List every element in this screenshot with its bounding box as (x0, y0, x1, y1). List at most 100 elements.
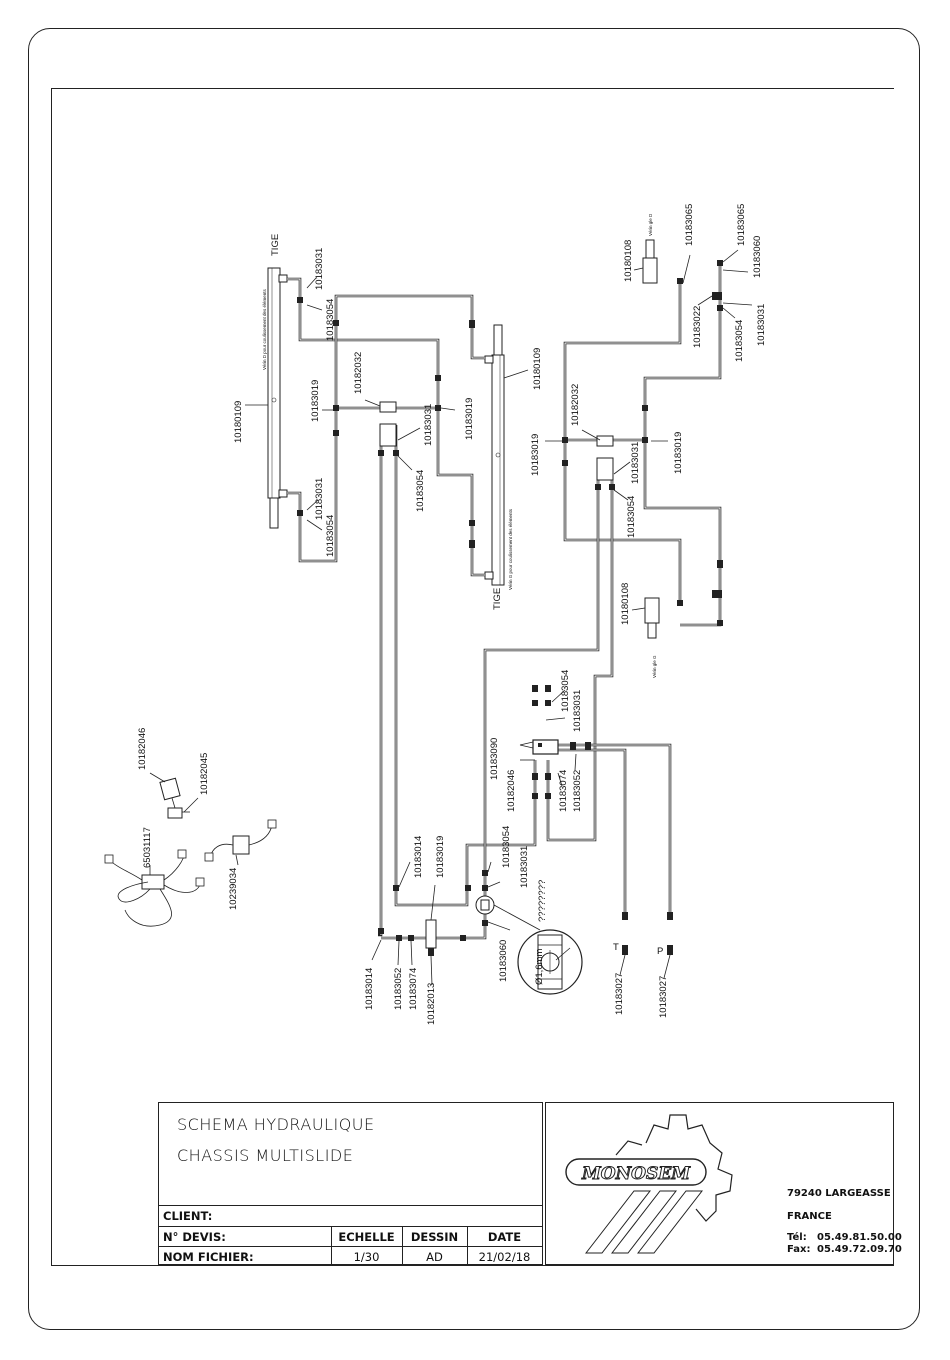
label-10183014-b2: 10183014 (364, 968, 375, 1010)
fittings-bottom (378, 870, 488, 941)
label-verin-gle-d: Vérin gle D (648, 213, 653, 236)
drawing-frame (51, 88, 894, 1266)
col-divider-2 (402, 1226, 403, 1266)
label-10183019-l1: 10183019 (310, 380, 321, 422)
label-verin-right: Vérin G pour coulissement des éléments (508, 508, 513, 590)
echelle-label: ECHELLE (338, 1230, 395, 1244)
label-tige-right: TIGE (492, 588, 503, 610)
label-diameter: Ø1,6mm (534, 948, 545, 985)
label-10183019-l2: 10183019 (464, 398, 475, 440)
col-divider-1 (331, 1226, 332, 1266)
bottom-manifold (425, 895, 495, 956)
label-10183031-l3: 10183031 (423, 404, 434, 446)
label-10183019-r1: 10183019 (530, 434, 541, 476)
tel-label: Tél: (787, 1232, 807, 1243)
drawing-frame-bottom (51, 1265, 894, 1266)
label-10183054-c: 10183054 (560, 670, 571, 712)
row-divider-devis (159, 1226, 542, 1227)
small-cylinder-top (642, 239, 658, 284)
company-country: FRANCE (787, 1211, 832, 1222)
label-10183065-r2: 10183065 (736, 204, 747, 246)
label-10183027-t: 10183027 (614, 973, 625, 1015)
label-tige-left: TIGE (270, 234, 281, 256)
fax-label: Fax: (787, 1244, 811, 1255)
label-10182046-c: 10182046 (506, 770, 517, 812)
fittings-left (297, 297, 475, 548)
distributor-right (596, 435, 614, 481)
dessin-value: AD (426, 1250, 443, 1264)
drawing-title-line1: SCHEMA HYDRAULIQUE (177, 1115, 375, 1134)
echelle-value: 1/30 (353, 1250, 380, 1264)
label-10183054-r1: 10183054 (626, 496, 637, 538)
label-10183054-l3: 10183054 (415, 470, 426, 512)
label-10183060-r: 10183060 (752, 236, 763, 278)
gear-icon (615, 1114, 733, 1222)
company-address: 79240 LARGEASSE (787, 1188, 891, 1199)
fichier-label: NOM FICHIER: (163, 1250, 254, 1264)
label-10183054-r2: 10183054 (734, 320, 745, 362)
cylinder-left (267, 267, 288, 529)
label-10183019-b: 10183019 (435, 836, 446, 878)
col-divider-3 (467, 1226, 468, 1266)
label-port-t: T (613, 942, 619, 953)
devis-label: N° DEVIS: (163, 1230, 226, 1244)
label-unknown: ???????? (537, 880, 548, 922)
label-10182045-e: 10182045 (199, 753, 210, 795)
tel-value: 05.49.81.50.00 (817, 1232, 902, 1243)
label-10180108-r1: 10180108 (623, 240, 634, 282)
date-value: 21/02/18 (478, 1250, 531, 1264)
page-border (28, 28, 920, 1330)
label-10183052-b: 10183052 (393, 968, 404, 1010)
label-10183054-b: 10183054 (501, 826, 512, 868)
label-65031117-e: 65031117 (142, 827, 153, 868)
distributor-left (379, 401, 397, 447)
cylinder-right (484, 324, 505, 586)
client-label: CLIENT: (163, 1209, 213, 1223)
label-10183065-r1: 10183065 (684, 204, 695, 246)
label-10183054-l2: 10183054 (325, 515, 336, 557)
label-10183031-l1: 10183031 (314, 248, 325, 290)
electrical-components (104, 777, 277, 927)
label-10183019-r2: 10183019 (673, 432, 684, 474)
label-10183090: 10183090 (489, 738, 500, 780)
label-10182032-l: 10182032 (353, 352, 364, 394)
central-valve-block (532, 739, 672, 920)
restrictor-detail (493, 904, 583, 995)
label-10183031-b: 10183031 (519, 846, 530, 888)
logo-stripes (584, 1190, 704, 1254)
label-10183031-r1: 10183031 (630, 442, 641, 484)
company-logo: MONOSEM (565, 1114, 733, 1254)
label-verin-left: Vérin D pour coulissement des éléments (262, 288, 267, 370)
pipes-left-group (287, 277, 537, 940)
fittings-center (532, 685, 673, 955)
label-10183031-r2: 10183031 (756, 304, 767, 346)
label-10183052-c: 10183052 (572, 770, 583, 812)
label-10182013-b: 10182013 (426, 983, 437, 1025)
label-10182032-r: 10182032 (570, 384, 581, 426)
pipes-right-group (483, 262, 722, 905)
label-10180108-r2: 10180108 (620, 583, 631, 625)
label-10183014-b1: 10183014 (413, 836, 424, 878)
label-10183022-r: 10183022 (692, 306, 703, 348)
label-10183074-c: 10183074 (558, 770, 569, 812)
title-block: SCHEMA HYDRAULIQUE CHASSIS MULTISLIDE CL… (158, 1102, 543, 1266)
label-10183031-c: 10183031 (572, 690, 583, 732)
label-10183074-b: 10183074 (408, 968, 419, 1010)
label-10239034-e: 10239034 (228, 868, 239, 910)
small-cylinder-bottom (644, 597, 660, 639)
row-divider-client (159, 1205, 542, 1206)
label-verin-gle-g: Vérin gle G (652, 655, 657, 678)
drawing-title-line2: CHASSIS MULTISLIDE (177, 1146, 354, 1165)
fittings-right (562, 260, 723, 626)
label-10182046-e: 10182046 (137, 728, 148, 770)
label-10180109-left: 10180109 (233, 401, 244, 443)
label-10183054-l1: 10183054 (325, 299, 336, 341)
row-divider-fichier (159, 1246, 542, 1247)
label-10183060-b: 10183060 (498, 940, 509, 982)
date-label: DATE (487, 1230, 522, 1244)
label-10183027-p: 10183027 (658, 976, 669, 1018)
label-10180109-right: 10180109 (532, 348, 543, 390)
company-block: MONOSEM 79240 LARGEASSE FRANCE Tél: 05.4… (545, 1102, 902, 1265)
label-10183031-l2: 10183031 (314, 478, 325, 520)
